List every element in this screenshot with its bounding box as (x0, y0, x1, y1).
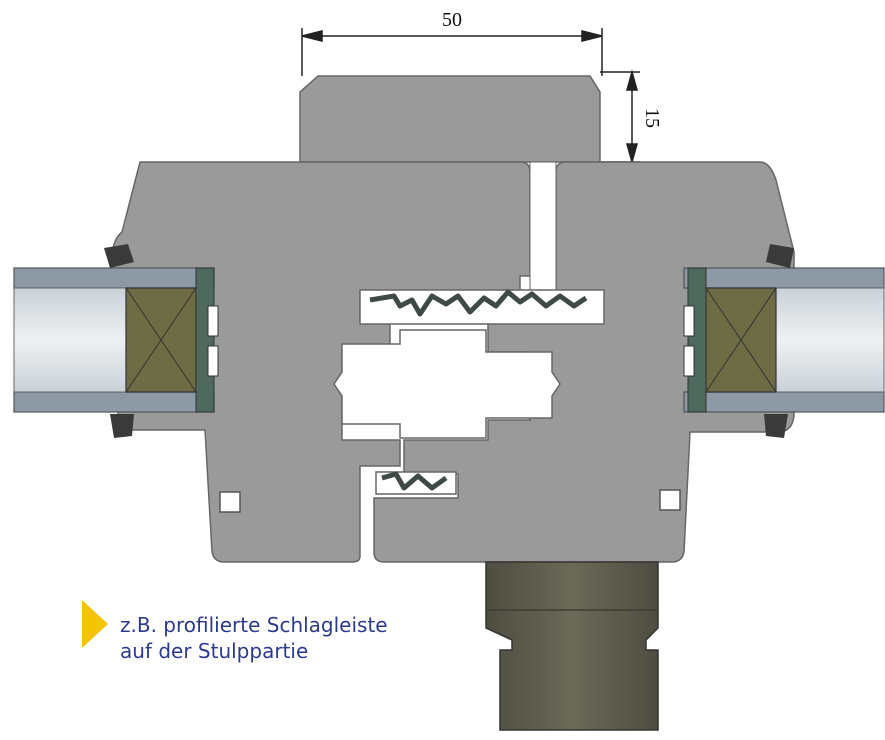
drain-hole-right (659, 489, 681, 511)
dimension-width (301, 28, 603, 76)
center-gap (529, 161, 557, 293)
triangle-marker-icon (82, 600, 108, 648)
left-gasket-top (104, 244, 134, 268)
central-chamber (333, 329, 561, 439)
dimension-width-label: 50 (442, 9, 462, 31)
drain-hole-left (219, 491, 241, 513)
right-glazing-unit (683, 267, 885, 413)
dimension-height (600, 69, 640, 165)
caption-line-2: auf der Stulppartie (120, 639, 309, 663)
left-gasket-bottom (110, 414, 134, 438)
right-gasket-top (766, 244, 794, 268)
caption: z.B. profilierte Schlagleiste auf der St… (120, 612, 388, 664)
caption-line-1: z.B. profilierte Schlagleiste (120, 613, 388, 637)
upper-gasket (369, 289, 588, 317)
right-gasket-bottom (764, 414, 788, 438)
left-glazing-unit (13, 267, 219, 413)
upper-gasket-chamber (359, 289, 605, 325)
cover-plate (299, 75, 601, 163)
dimension-height-label: 15 (641, 108, 663, 128)
lower-gasket (381, 471, 448, 491)
astragal-cap (485, 561, 659, 731)
